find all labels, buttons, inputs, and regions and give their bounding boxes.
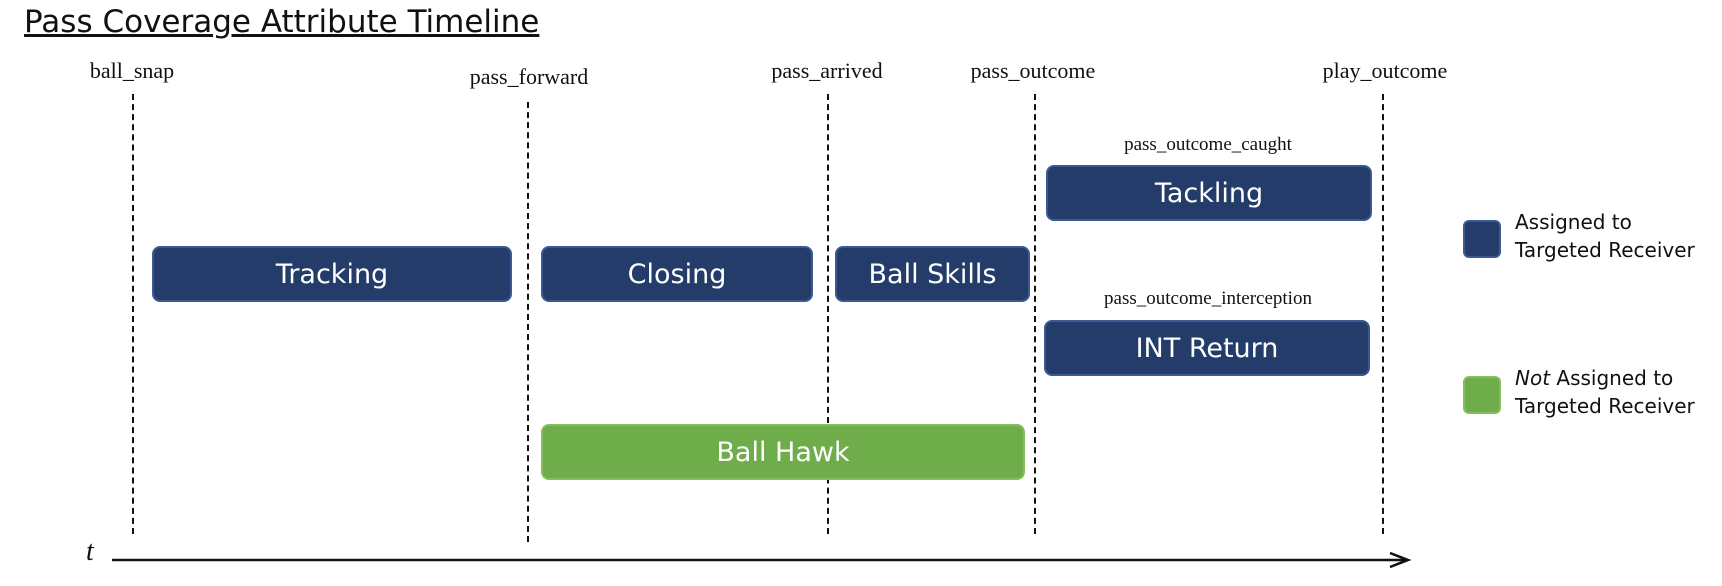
time-axis-arrow — [112, 551, 1412, 569]
event-line-pass-outcome — [1034, 94, 1036, 534]
attribute-bar-ball-hawk: Ball Hawk — [541, 424, 1025, 480]
legend-swatch-assigned — [1463, 220, 1501, 258]
sub-event-label-caught: pass_outcome_caught — [1124, 134, 1292, 155]
sub-event-label-interception: pass_outcome_interception — [1104, 288, 1312, 309]
legend-label-not-assigned: Not Assigned to Targeted Receiver — [1515, 364, 1695, 420]
event-label-play-outcome: play_outcome — [1322, 58, 1448, 83]
legend-assigned-line2: Targeted Receiver — [1515, 238, 1695, 262]
event-line-play-outcome — [1382, 94, 1384, 534]
event-label-pass-arrived: pass_arrived — [771, 58, 883, 83]
attribute-bar-closing: Closing — [541, 246, 813, 302]
legend-not-assigned-line2: Targeted Receiver — [1515, 394, 1695, 418]
time-axis-label: t — [86, 536, 94, 567]
event-label-ball-snap: ball_snap — [89, 58, 175, 83]
legend-not-emphasis: Not — [1515, 366, 1551, 390]
legend-not-line1-rest: Assigned to — [1550, 366, 1674, 390]
event-label-pass-outcome: pass_outcome — [970, 58, 1096, 83]
diagram-title: Pass Coverage Attribute Timeline — [24, 4, 540, 40]
event-label-pass-forward: pass_forward — [469, 64, 589, 89]
attribute-bar-tracking: Tracking — [152, 246, 512, 302]
attribute-bar-tackling: Tackling — [1046, 165, 1372, 221]
event-line-ball-snap — [132, 94, 134, 534]
legend-label-assigned: Assigned to Targeted Receiver — [1515, 208, 1695, 264]
legend-swatch-not-assigned — [1463, 376, 1501, 414]
legend-assigned-line1: Assigned to — [1515, 210, 1632, 234]
event-line-pass-forward — [527, 102, 529, 542]
event-line-pass-arrived — [827, 94, 829, 534]
legend-not-assigned-line1: Not Assigned to — [1515, 364, 1695, 392]
attribute-bar-int-return: INT Return — [1044, 320, 1370, 376]
attribute-bar-ball-skills: Ball Skills — [835, 246, 1030, 302]
